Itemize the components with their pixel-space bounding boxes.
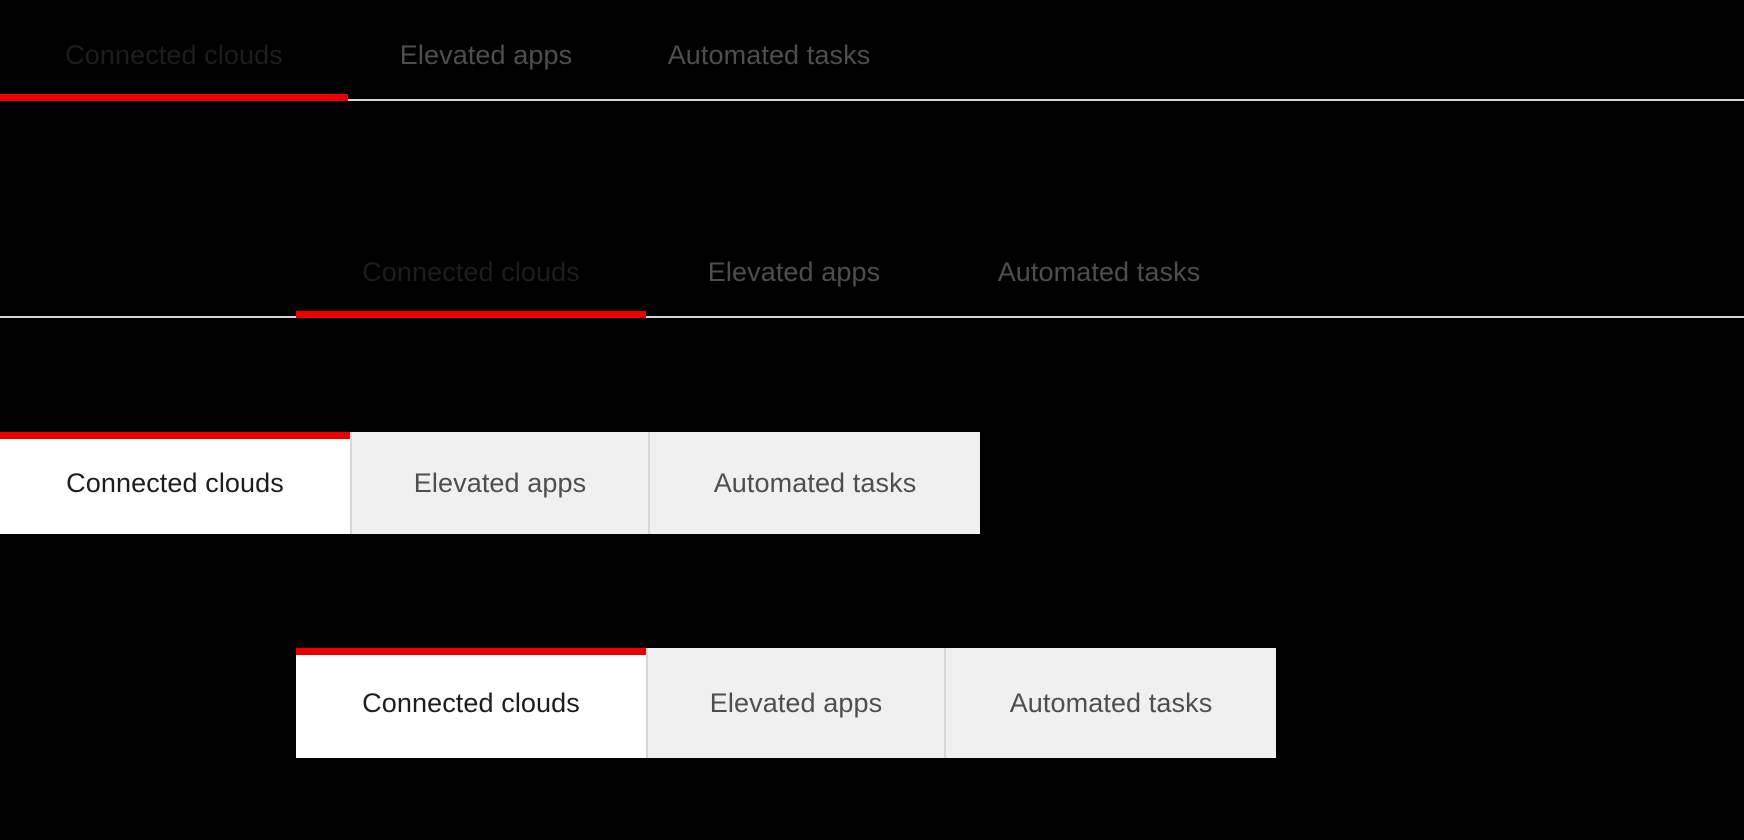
- tab-label: Automated tasks: [997, 256, 1201, 287]
- tab-elevated-apps[interactable]: Elevated apps: [350, 432, 648, 534]
- tab-label: Connected clouds: [362, 687, 580, 718]
- tab-label: Elevated apps: [413, 467, 587, 498]
- tab-connected-clouds[interactable]: Connected clouds: [0, 432, 350, 534]
- tabbar-underline-indented: Connected clouds Elevated apps Automated…: [296, 241, 1256, 303]
- tab-label: Elevated apps: [399, 39, 573, 70]
- tab-connected-clouds[interactable]: Connected clouds: [0, 24, 348, 86]
- tabbar-divider-rule: [0, 99, 1744, 101]
- tab-label: Automated tasks: [713, 467, 917, 498]
- tab-label: Automated tasks: [1009, 687, 1213, 718]
- tab-elevated-apps[interactable]: Elevated apps: [348, 24, 624, 86]
- tab-label: Connected clouds: [66, 467, 284, 498]
- tabbar-divider-rule: [0, 316, 1744, 318]
- tabbar-underline-left: Connected clouds Elevated apps Automated…: [0, 24, 914, 86]
- tabbar-cards-left: Connected clouds Elevated apps Automated…: [0, 432, 980, 534]
- tab-label: Elevated apps: [709, 687, 883, 718]
- tab-automated-tasks[interactable]: Automated tasks: [648, 432, 980, 534]
- active-tab-accent-underline: [0, 94, 348, 101]
- tab-label: Automated tasks: [667, 39, 871, 70]
- tab-automated-tasks[interactable]: Automated tasks: [624, 24, 914, 86]
- tabbar-cards-indented: Connected clouds Elevated apps Automated…: [296, 648, 1276, 758]
- tab-label: Elevated apps: [707, 256, 881, 287]
- tab-automated-tasks[interactable]: Automated tasks: [944, 648, 1276, 758]
- tab-elevated-apps[interactable]: Elevated apps: [646, 241, 942, 303]
- tab-connected-clouds[interactable]: Connected clouds: [296, 648, 646, 758]
- tab-label: Connected clouds: [65, 39, 283, 70]
- tab-label: Connected clouds: [362, 256, 580, 287]
- active-tab-accent-underline: [296, 311, 646, 318]
- tab-automated-tasks[interactable]: Automated tasks: [942, 241, 1256, 303]
- tab-connected-clouds[interactable]: Connected clouds: [296, 241, 646, 303]
- tab-elevated-apps[interactable]: Elevated apps: [646, 648, 944, 758]
